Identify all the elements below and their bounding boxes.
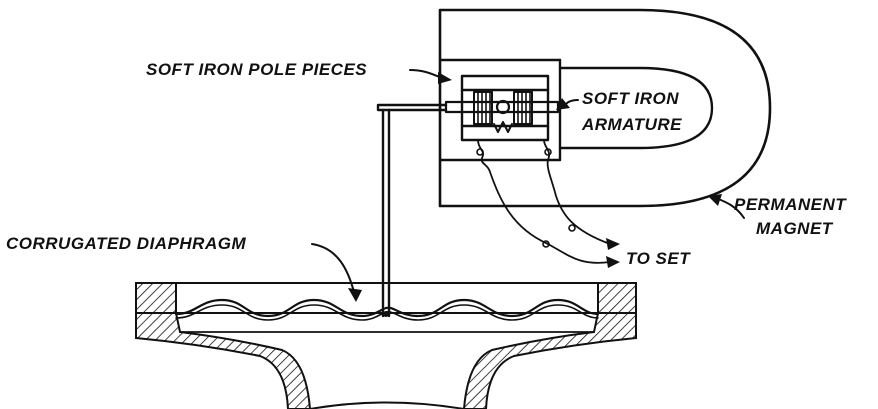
label-pole-pieces: SOFT IRON POLE PIECES (146, 60, 367, 79)
pole-piece-top (460, 74, 550, 92)
wire-loop-a (476, 148, 484, 156)
lead-wire-left (477, 139, 611, 264)
label-magnet-line2: MAGNET (756, 219, 834, 238)
wire-loop-b (544, 148, 552, 156)
to-set-arrowhead-b (606, 256, 620, 268)
arrowhead-armature (556, 98, 570, 110)
armature-spring (493, 121, 513, 133)
label-to-set: TO SET (626, 249, 691, 268)
housing-rim-right (597, 282, 637, 314)
corrugated-diaphragm-lower (175, 304, 599, 321)
permanent-magnet (438, 8, 772, 208)
magnet-inner-gap (558, 66, 714, 150)
arrowhead-pole-pieces (438, 72, 452, 84)
housing-rim-left (135, 282, 177, 314)
lead-wire-right (543, 139, 611, 245)
leader-diaphragm (311, 243, 355, 293)
corrugated-diaphragm (174, 298, 600, 318)
arrowhead-magnet (708, 194, 722, 206)
to-set-arrowhead-a (606, 238, 620, 250)
arrowhead-diaphragm (348, 288, 362, 302)
housing-base-left (135, 312, 312, 409)
housing-base-right (462, 312, 637, 409)
throat-bottom (309, 401, 465, 409)
wire-loop-c (542, 240, 550, 248)
label-armature-line2: ARMATURE (581, 115, 682, 134)
coil-right (513, 91, 533, 125)
label-diaphragm: CORRUGATED DIAPHRAGM (6, 234, 246, 253)
leader-pole-pieces (409, 69, 443, 79)
wire-loop-d (568, 224, 576, 232)
label-magnet-line1: PERMANENT (734, 195, 847, 214)
coil-left (473, 91, 493, 125)
armature-pivot (495, 99, 511, 115)
label-armature-line1: SOFT IRON (582, 89, 679, 108)
